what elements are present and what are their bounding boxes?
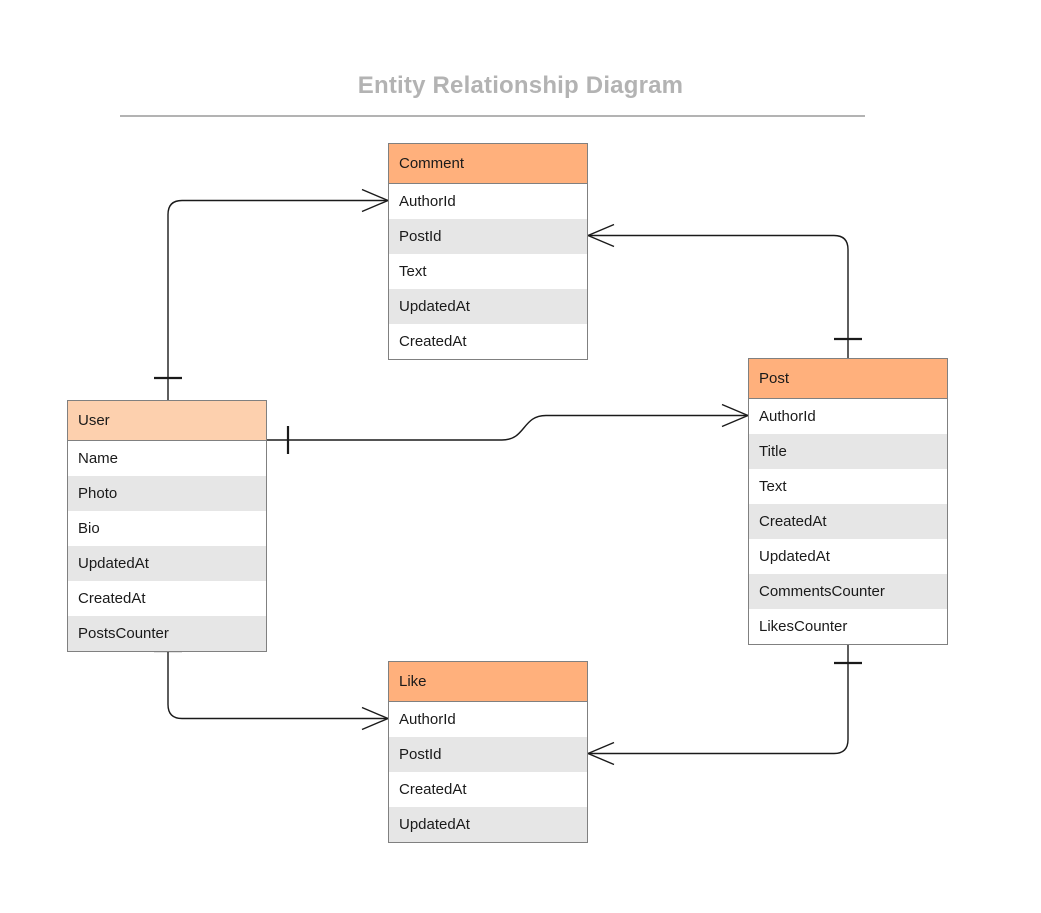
edge-user-like	[167, 650, 362, 720]
entity-field-user-postscounter[interactable]: PostsCounter	[68, 616, 266, 651]
entity-field-like-createdat[interactable]: CreatedAt	[389, 772, 587, 807]
entity-field-user-updatedat[interactable]: UpdatedAt	[68, 546, 266, 581]
entity-field-comment-postid[interactable]: PostId	[389, 219, 587, 254]
entity-field-like-postid[interactable]: PostId	[389, 737, 587, 772]
page-title: Entity Relationship Diagram	[357, 72, 684, 99]
entity-field-comment-createdat[interactable]: CreatedAt	[389, 324, 587, 359]
entity-field-user-name[interactable]: Name	[68, 441, 266, 476]
entity-field-post-title[interactable]: Title	[749, 434, 947, 469]
entity-field-post-text[interactable]: Text	[749, 469, 947, 504]
entity-field-comment-text[interactable]: Text	[389, 254, 587, 289]
entity-header-like[interactable]: Like	[389, 662, 587, 702]
entity-field-user-bio[interactable]: Bio	[68, 511, 266, 546]
crowsfoot-post-authorid-upper	[721, 403, 749, 417]
entity-field-comment-authorid[interactable]: AuthorId	[389, 184, 587, 219]
entity-header-comment[interactable]: Comment	[389, 144, 587, 184]
crowsfoot-like-postid-lower	[587, 752, 615, 766]
edge-like-post	[614, 643, 849, 755]
title-divider	[120, 115, 865, 117]
edge-comment-post	[614, 234, 849, 358]
crowsfoot-like-authorid-lower	[361, 717, 389, 731]
crowsfoot-comment-authorid-lower	[361, 199, 389, 213]
entity-field-user-photo[interactable]: Photo	[68, 476, 266, 511]
entity-field-post-createdat[interactable]: CreatedAt	[749, 504, 947, 539]
entity-field-post-updatedat[interactable]: UpdatedAt	[749, 539, 947, 574]
entity-field-post-authorid[interactable]: AuthorId	[749, 399, 947, 434]
crowsfoot-like-authorid-upper	[361, 706, 389, 720]
crowsfoot-like-postid-upper	[587, 741, 615, 755]
crowsfoot-comment-authorid-upper	[361, 188, 389, 202]
entity-field-post-commentscounter[interactable]: CommentsCounter	[749, 574, 947, 609]
entity-field-like-authorid[interactable]: AuthorId	[389, 702, 587, 737]
edge-user-comment	[167, 199, 362, 400]
entity-header-post[interactable]: Post	[749, 359, 947, 399]
crowsfoot-comment-postid-upper	[587, 223, 615, 237]
crowsfoot-post-authorid-lower	[721, 414, 749, 428]
entity-field-user-createdat[interactable]: CreatedAt	[68, 581, 266, 616]
crowsfoot-comment-postid-lower	[587, 234, 615, 248]
entity-field-post-likescounter[interactable]: LikesCounter	[749, 609, 947, 644]
entity-field-like-updatedat[interactable]: UpdatedAt	[389, 807, 587, 842]
entity-header-user[interactable]: User	[68, 401, 266, 441]
edge-user-post	[267, 414, 722, 441]
entity-field-comment-updatedat[interactable]: UpdatedAt	[389, 289, 587, 324]
